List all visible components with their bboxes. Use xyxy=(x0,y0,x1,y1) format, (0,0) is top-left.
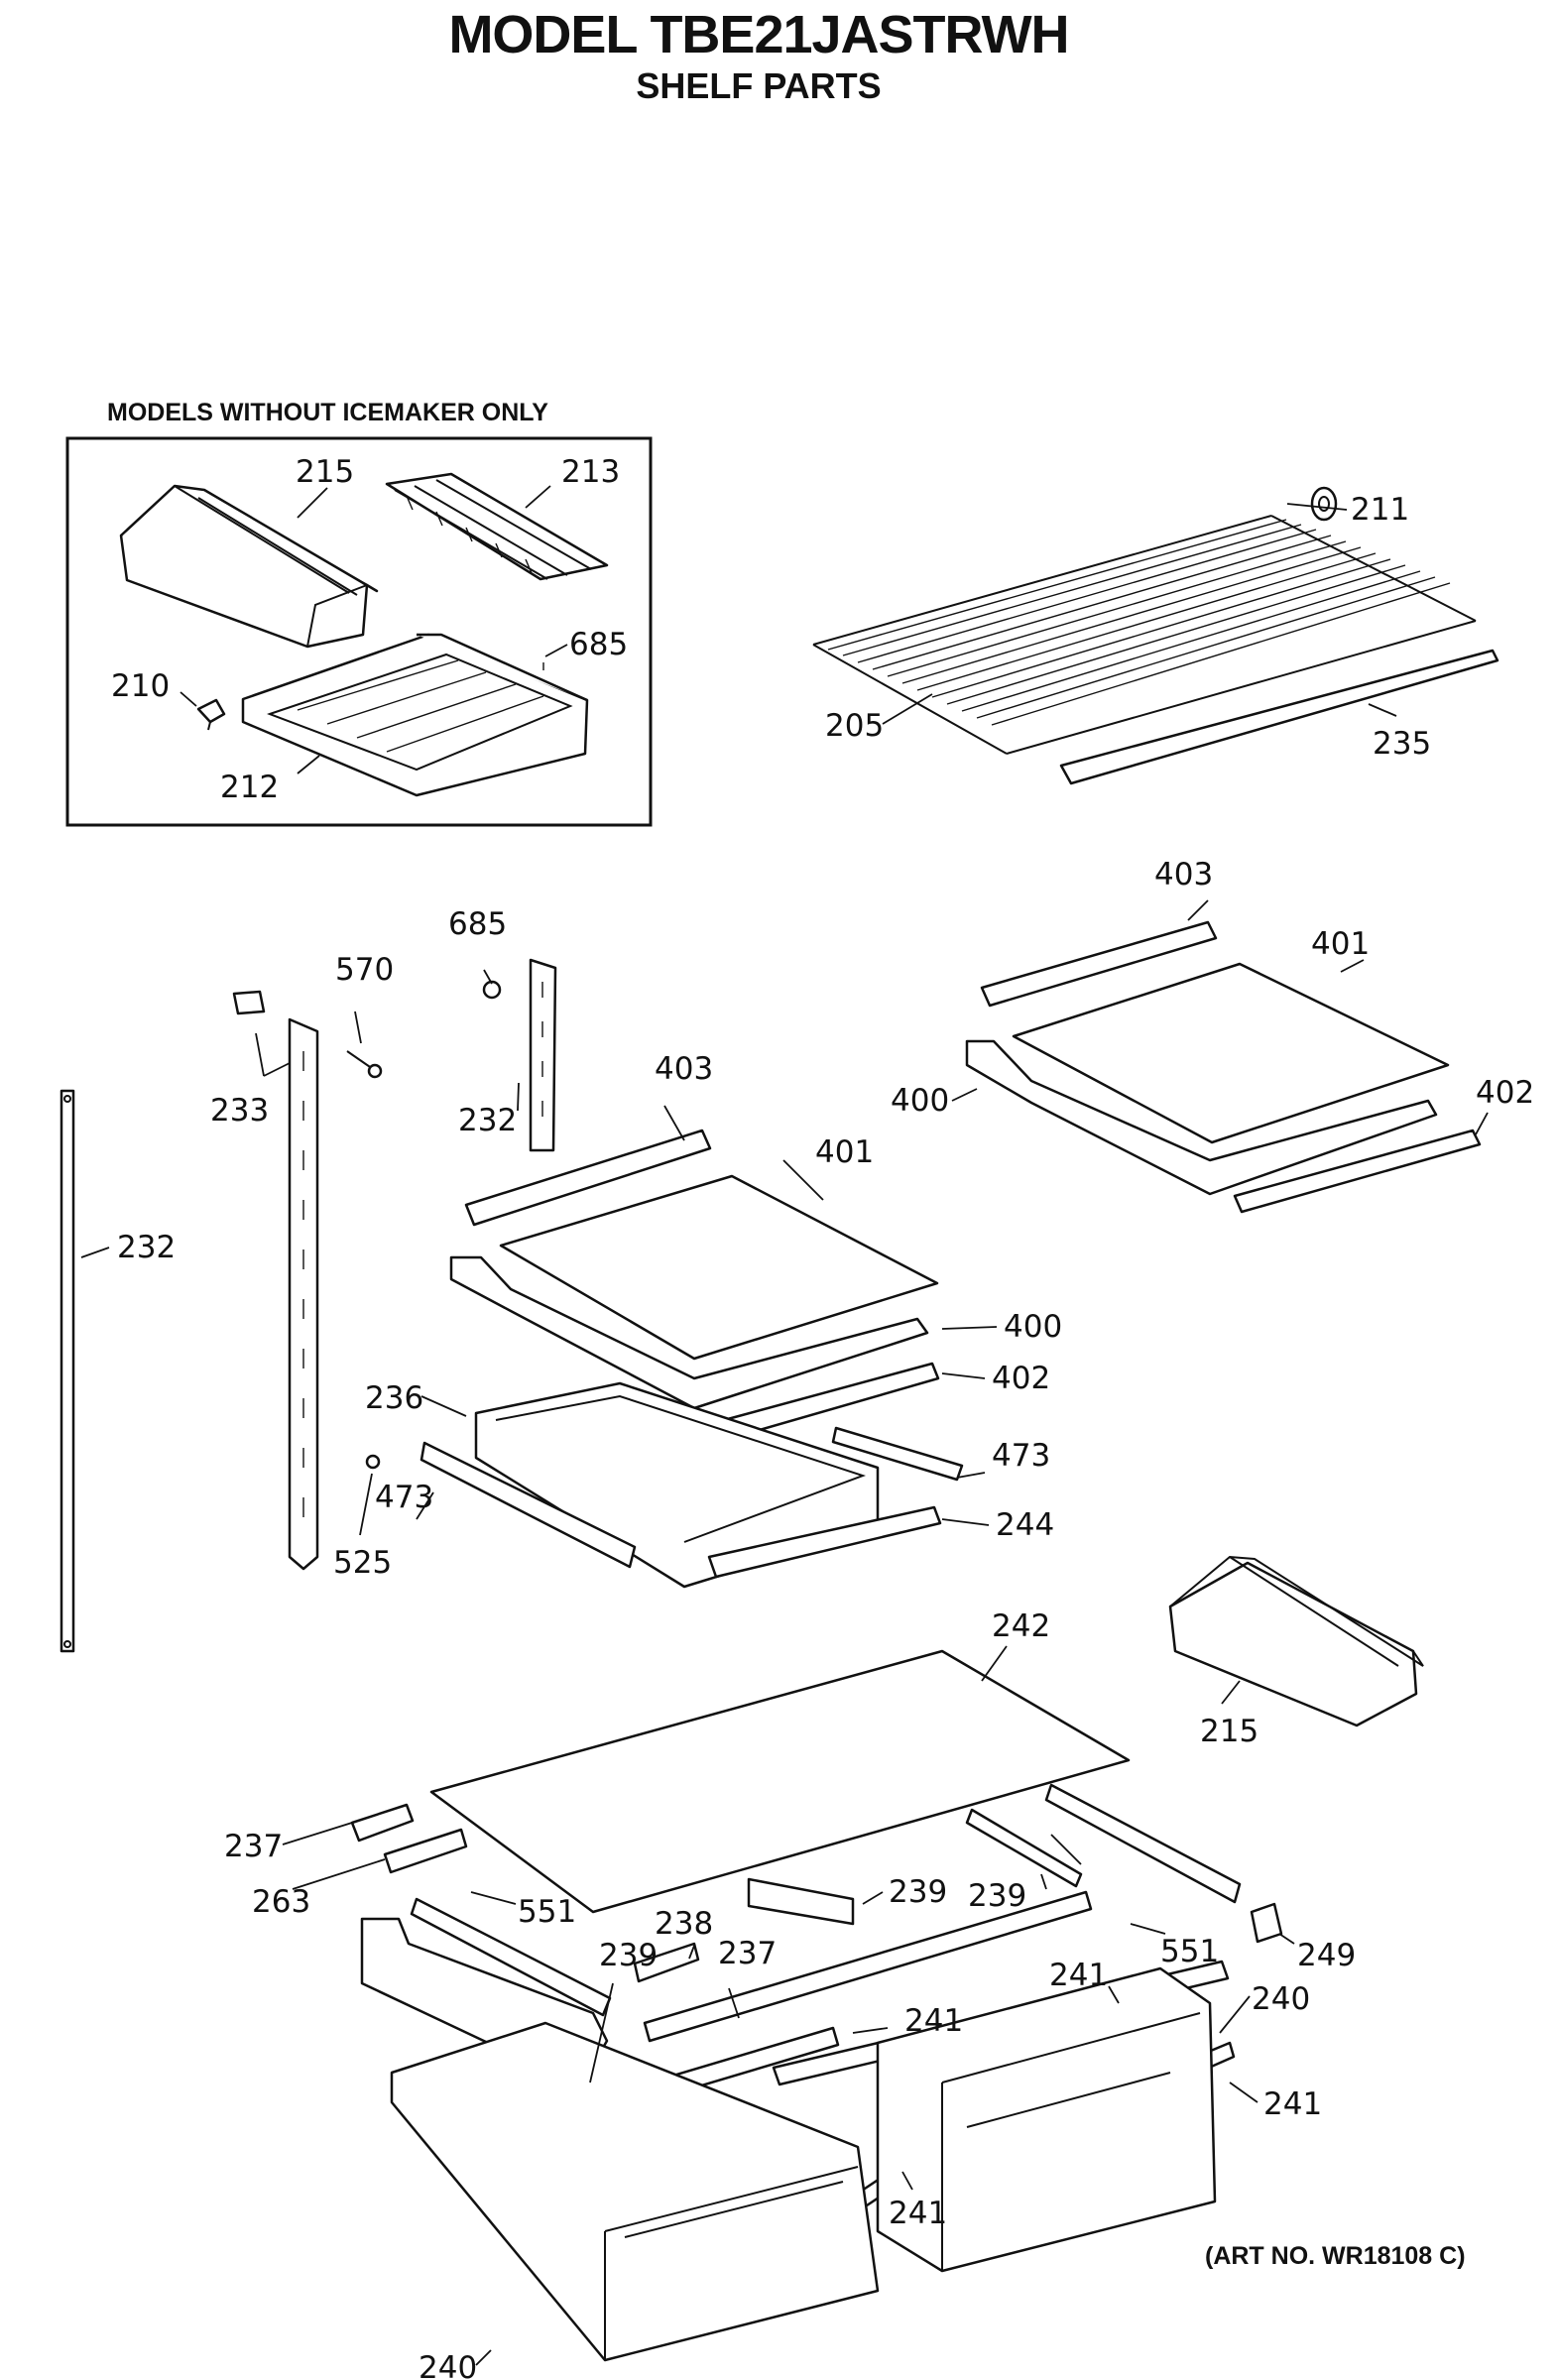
part-401-right-glass xyxy=(1012,962,1450,1144)
callout-237-left: 237 xyxy=(224,1829,283,1864)
part-212-ice-bin-tray xyxy=(241,633,589,797)
art-number: (ART NO. WR18108 C) xyxy=(1205,2242,1466,2270)
callout-403-center: 403 xyxy=(655,1051,713,1087)
callout-233: 233 xyxy=(210,1093,269,1129)
callout-473-left: 473 xyxy=(375,1480,433,1515)
callout-239-center: 239 xyxy=(889,1874,947,1910)
callout-473-right: 473 xyxy=(992,1438,1050,1474)
part-215-bin-inset xyxy=(119,484,379,649)
callout-400-right: 400 xyxy=(891,1083,949,1119)
callout-237-center: 237 xyxy=(718,1936,777,1971)
callout-211: 211 xyxy=(1351,492,1409,528)
callout-215-inset: 215 xyxy=(296,454,354,490)
part-570-screw xyxy=(346,1050,383,1079)
part-232-left-rail xyxy=(60,1089,75,1653)
part-400-center-frame xyxy=(449,1255,929,1410)
callout-241-mid: 241 xyxy=(904,2003,963,2039)
callout-238: 238 xyxy=(655,1906,713,1942)
part-232-center-upright xyxy=(288,1017,319,1571)
part-402-right-rear-trim xyxy=(1233,1129,1482,1214)
callout-685: 685 xyxy=(448,906,507,942)
callout-551-left: 551 xyxy=(518,1894,576,1930)
page-subtitle: SHELF PARTS xyxy=(636,65,882,106)
callout-401-center: 401 xyxy=(815,1134,874,1170)
callout-239-left: 239 xyxy=(599,1938,658,1973)
callout-241-bottom: 241 xyxy=(889,2196,947,2231)
part-237-left-support xyxy=(350,1803,468,1874)
inset-frame xyxy=(65,436,653,827)
callout-525: 525 xyxy=(333,1545,392,1581)
callout-685-inset: 685 xyxy=(569,627,628,662)
callout-232-rail: 232 xyxy=(117,1230,176,1265)
callout-236: 236 xyxy=(365,1380,423,1416)
part-400-right-frame xyxy=(965,1039,1438,1196)
part-401-center-glass xyxy=(499,1174,939,1361)
callout-239-right: 239 xyxy=(968,1878,1026,1914)
inset-caption: MODELS WITHOUT ICEMAKER ONLY xyxy=(107,399,548,426)
callout-210: 210 xyxy=(111,668,170,704)
part-239-right-rails xyxy=(747,1783,1242,1926)
part-403-center-front-trim xyxy=(464,1129,712,1227)
part-685-clip xyxy=(482,980,502,1000)
part-244-trim xyxy=(707,1505,942,1579)
callout-232-upper: 232 xyxy=(458,1103,517,1138)
callout-241-right: 241 xyxy=(1263,2086,1322,2122)
part-240-right-crisper xyxy=(876,1966,1217,2273)
callout-212: 212 xyxy=(220,770,279,805)
part-215-bin xyxy=(1168,1555,1424,1727)
part-237-center-rail xyxy=(643,1890,1093,2043)
part-240-left-crisper xyxy=(390,2021,880,2362)
callout-263: 263 xyxy=(252,1884,310,1920)
part-232-upper-upright xyxy=(529,958,557,1152)
callout-551-right: 551 xyxy=(1160,1934,1219,1969)
callout-242: 242 xyxy=(992,1608,1050,1644)
part-213-ice-tray xyxy=(385,472,609,581)
callout-570: 570 xyxy=(335,952,394,988)
part-525-screw xyxy=(365,1454,381,1470)
callout-240-right: 240 xyxy=(1252,1981,1310,2017)
part-235-shelf-trim xyxy=(1059,649,1499,785)
part-238-block xyxy=(633,1942,700,1983)
callout-401-right: 401 xyxy=(1311,926,1370,962)
part-210-screw xyxy=(196,698,226,731)
callout-241-top: 241 xyxy=(1049,1958,1108,1993)
callout-403-right: 403 xyxy=(1154,857,1213,892)
part-233-clip xyxy=(232,990,266,1015)
part-242-glass-cover xyxy=(429,1649,1131,1914)
callout-215: 215 xyxy=(1200,1714,1258,1749)
callout-205: 205 xyxy=(825,708,884,744)
callout-235: 235 xyxy=(1373,726,1431,762)
callout-249: 249 xyxy=(1297,1938,1356,1973)
page-title: MODEL TBE21JASTRWH xyxy=(448,5,1069,64)
callout-240-left: 240 xyxy=(419,2350,477,2380)
part-249-roller xyxy=(1250,1902,1283,1944)
callout-244: 244 xyxy=(996,1507,1054,1543)
part-403-right-front-trim xyxy=(980,920,1218,1008)
callout-402-center: 402 xyxy=(992,1361,1050,1396)
part-211-cap xyxy=(1310,486,1338,522)
callout-402-right: 402 xyxy=(1476,1075,1534,1111)
part-473-slides xyxy=(419,1426,964,1569)
callout-400-center: 400 xyxy=(1004,1309,1062,1345)
callout-213: 213 xyxy=(561,454,620,490)
part-205-wire-shelf xyxy=(812,515,1477,755)
